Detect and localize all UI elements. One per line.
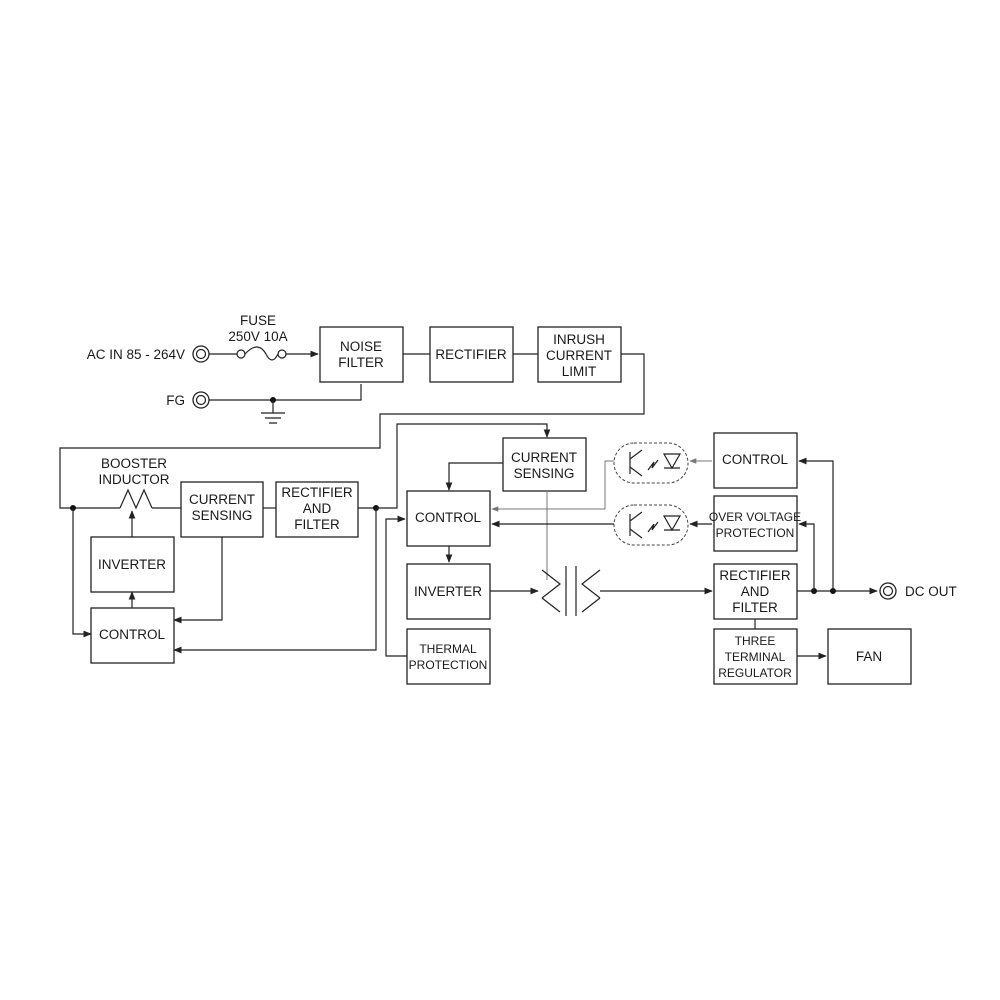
rectifier-filter-1-label-1: RECTIFIER	[281, 485, 353, 500]
current-sensing-block-2: CURRENT SENSING	[502, 437, 587, 492]
thermal-label-2: PROTECTION	[409, 658, 488, 672]
inverter-2-label: INVERTER	[414, 584, 482, 599]
noise-filter-label-1: NOISE	[340, 339, 382, 354]
rectifier-filter-2-label-1: RECTIFIER	[719, 568, 791, 583]
booster-inductor-label: BOOSTER	[101, 456, 167, 471]
regulator-label-1: THREE	[735, 634, 776, 648]
dc-out-label: DC OUT	[905, 584, 957, 599]
ground-icon	[261, 400, 285, 424]
ovp-label-1: OVER VOLTAGE	[709, 510, 801, 524]
current-sensing-block-1: CURRENT SENSING	[180, 481, 264, 538]
rectifier-filter-1-label-2: AND	[303, 501, 332, 516]
inrush-label-1: INRUSH	[553, 332, 605, 347]
inrush-label-2: CURRENT	[546, 348, 612, 363]
current-sensing-2-label-2: SENSING	[514, 466, 575, 481]
fuse-label: FUSE	[240, 313, 276, 328]
dc-out-terminal-icon	[879, 582, 897, 600]
rectifier-label: RECTIFIER	[435, 347, 507, 362]
inverter-block-2: INVERTER	[406, 563, 491, 620]
fuse-icon	[236, 346, 287, 361]
fuse-rating-label: 250V 10A	[228, 329, 287, 344]
control-block-1: CONTROL	[90, 607, 175, 664]
inrush-current-limit-block: INRUSH CURRENT LIMIT	[537, 326, 622, 383]
control-2-label: CONTROL	[415, 510, 481, 525]
regulator-label-2: TERMINAL	[725, 650, 786, 664]
current-sensing-2-label-1: CURRENT	[511, 450, 577, 465]
photocoupler-icon-1	[613, 442, 689, 484]
booster-inductor-icon	[119, 488, 153, 510]
rectifier-filter-block-1: RECTIFIER AND FILTER	[275, 481, 359, 538]
control-block-3: CONTROL	[713, 432, 798, 489]
transformer-icon	[541, 566, 601, 616]
current-sensing-1-label-2: SENSING	[192, 508, 253, 523]
rectifier-filter-1-label-3: FILTER	[294, 517, 340, 532]
over-voltage-protection-block: OVER VOLTAGE PROTECTION	[709, 495, 801, 552]
thermal-protection-block: THERMAL PROTECTION	[406, 628, 491, 685]
control-block-2: CONTROL	[406, 490, 491, 547]
fan-label: FAN	[856, 649, 882, 664]
ac-in-terminal-icon	[192, 345, 210, 363]
ac-in-label: AC IN 85 - 264V	[87, 347, 185, 362]
control-1-label: CONTROL	[99, 627, 165, 642]
control-3-label: CONTROL	[722, 452, 788, 467]
fg-label: FG	[166, 393, 185, 408]
inverter-block-1: INVERTER	[90, 536, 175, 593]
thermal-label-1: THERMAL	[419, 642, 477, 656]
noise-filter-label-2: FILTER	[338, 355, 384, 370]
fg-terminal-icon	[192, 391, 210, 409]
rectifier-filter-block-2: RECTIFIER AND FILTER	[713, 563, 798, 620]
fan-block: FAN	[827, 628, 912, 685]
ovp-label-2: PROTECTION	[716, 526, 795, 540]
rectifier-filter-2-label-2: AND	[741, 584, 770, 599]
inverter-1-label: INVERTER	[98, 557, 166, 572]
regulator-label-3: REGULATOR	[718, 666, 792, 680]
inrush-label-3: LIMIT	[562, 364, 597, 379]
noise-filter-block: NOISE FILTER	[319, 326, 404, 383]
rectifier-block: RECTIFIER	[429, 326, 514, 383]
current-sensing-1-label-1: CURRENT	[189, 492, 255, 507]
rectifier-filter-2-label-3: FILTER	[732, 600, 778, 615]
photocoupler-icon-2	[613, 504, 689, 546]
booster-inductor-label-2: INDUCTOR	[98, 472, 169, 487]
three-terminal-regulator-block: THREE TERMINAL REGULATOR	[713, 628, 798, 685]
